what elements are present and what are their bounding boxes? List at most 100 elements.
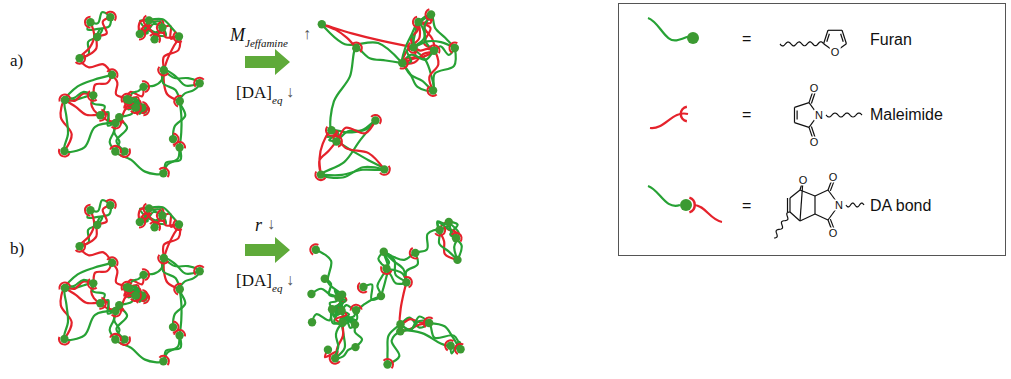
furan-dot — [445, 218, 453, 226]
furan-dot — [61, 96, 69, 104]
maleimide-cap — [357, 282, 368, 294]
polymer-chain — [402, 14, 455, 91]
maleimide-cap — [383, 358, 394, 369]
furan-dot — [160, 66, 168, 74]
furan-dot — [145, 204, 153, 212]
polymer-network — [314, 8, 459, 181]
chemical-structures — [774, 30, 864, 238]
maleimide-cap — [130, 292, 142, 302]
parameter-label: ↓ — [267, 216, 275, 232]
maleimide-cap — [325, 126, 336, 137]
furan-dot — [89, 91, 97, 99]
atom-label: N — [814, 110, 824, 121]
furan-dot — [352, 306, 360, 314]
furan-dot — [382, 264, 390, 272]
furan-dot — [307, 290, 315, 298]
maleimide-cap — [172, 31, 182, 43]
furan-dot — [328, 305, 336, 313]
maleimide-cap — [105, 199, 117, 210]
furan-dot — [123, 95, 131, 103]
furan-dot — [338, 290, 346, 298]
maleimide-cap — [434, 226, 446, 236]
maleimide-cap — [121, 281, 133, 291]
furan-dot — [195, 79, 203, 87]
parameter-label: [DA] — [236, 84, 272, 101]
equals-sign: = — [742, 31, 751, 47]
furan-dot — [131, 103, 139, 111]
atom-label: O — [828, 172, 839, 183]
polymer-chain — [414, 47, 439, 90]
furan-dot — [352, 44, 360, 52]
furan-dot — [86, 206, 94, 214]
legend-samples — [648, 18, 722, 222]
maleimide-cap — [370, 114, 382, 125]
furan-dot — [411, 249, 419, 257]
atom-label: O — [830, 47, 841, 58]
furan-dot — [195, 267, 203, 275]
furan-dot — [331, 354, 339, 362]
maleimide-cap — [314, 171, 326, 181]
legend-text: Furan — [870, 32, 912, 48]
furan-dot — [318, 20, 326, 28]
polymer-chain — [139, 207, 179, 258]
furan-dot — [175, 32, 183, 40]
polymer-chain — [64, 280, 116, 340]
process-arrow — [245, 237, 290, 263]
parameter-label: ↓ — [286, 84, 294, 100]
maleimide-cap — [427, 86, 438, 97]
polymer-chain — [363, 252, 386, 300]
furan-dot — [89, 279, 97, 287]
maleimide-cap — [75, 242, 86, 253]
maleimide-cap — [149, 33, 161, 43]
furan-dot — [150, 223, 158, 231]
legend-text: DA bond — [870, 198, 931, 214]
furan-dot — [169, 323, 177, 331]
legend-frame — [619, 4, 1006, 256]
furan-dot — [106, 13, 114, 21]
furan-dot — [380, 165, 388, 173]
furan-dot — [96, 111, 104, 119]
polymer-chain — [402, 14, 434, 63]
furan-dot — [175, 220, 183, 228]
furan-dot — [435, 226, 443, 234]
furan-dot — [158, 23, 166, 31]
polymer-chain — [384, 230, 458, 260]
panel-label: a) — [10, 52, 23, 69]
furan-dot — [321, 275, 329, 283]
parameter-label: M — [230, 26, 245, 44]
maleimide-cap — [157, 66, 169, 76]
furan-dot — [86, 18, 94, 26]
furan-dot — [61, 284, 69, 292]
furan-dot — [108, 71, 116, 79]
atom-label: O — [828, 228, 839, 239]
furan-dot — [176, 97, 184, 105]
furan-dot — [60, 147, 68, 155]
furan-dot — [158, 211, 166, 219]
furan-dot — [131, 291, 139, 299]
polymer-chain — [319, 130, 384, 174]
furan-dot — [430, 47, 438, 55]
furan-dot — [351, 343, 359, 351]
maleimide-cap — [87, 278, 98, 290]
furan-dot — [96, 299, 104, 307]
furan-dot — [308, 318, 316, 326]
furan-dot — [111, 335, 119, 343]
furan-dot — [93, 33, 101, 41]
maleimide-cap — [159, 355, 170, 366]
furan-dot — [115, 301, 123, 309]
maleimide-cap — [444, 339, 454, 351]
furan-dot — [75, 242, 83, 250]
furan-dot — [324, 346, 332, 354]
maleimide-cap — [352, 42, 363, 53]
maleimide-cap — [130, 104, 142, 114]
maleimide-cap — [423, 317, 434, 328]
polymer-chain — [414, 14, 455, 48]
polymer-chain — [114, 123, 181, 175]
equals-sign: = — [742, 198, 751, 214]
polymer-network — [307, 218, 465, 369]
legend-text: Maleimide — [870, 107, 943, 123]
polymer-chain — [381, 252, 406, 296]
polymer-chain — [311, 289, 341, 315]
polymer-chain — [342, 296, 381, 311]
furan-dot — [351, 320, 359, 328]
